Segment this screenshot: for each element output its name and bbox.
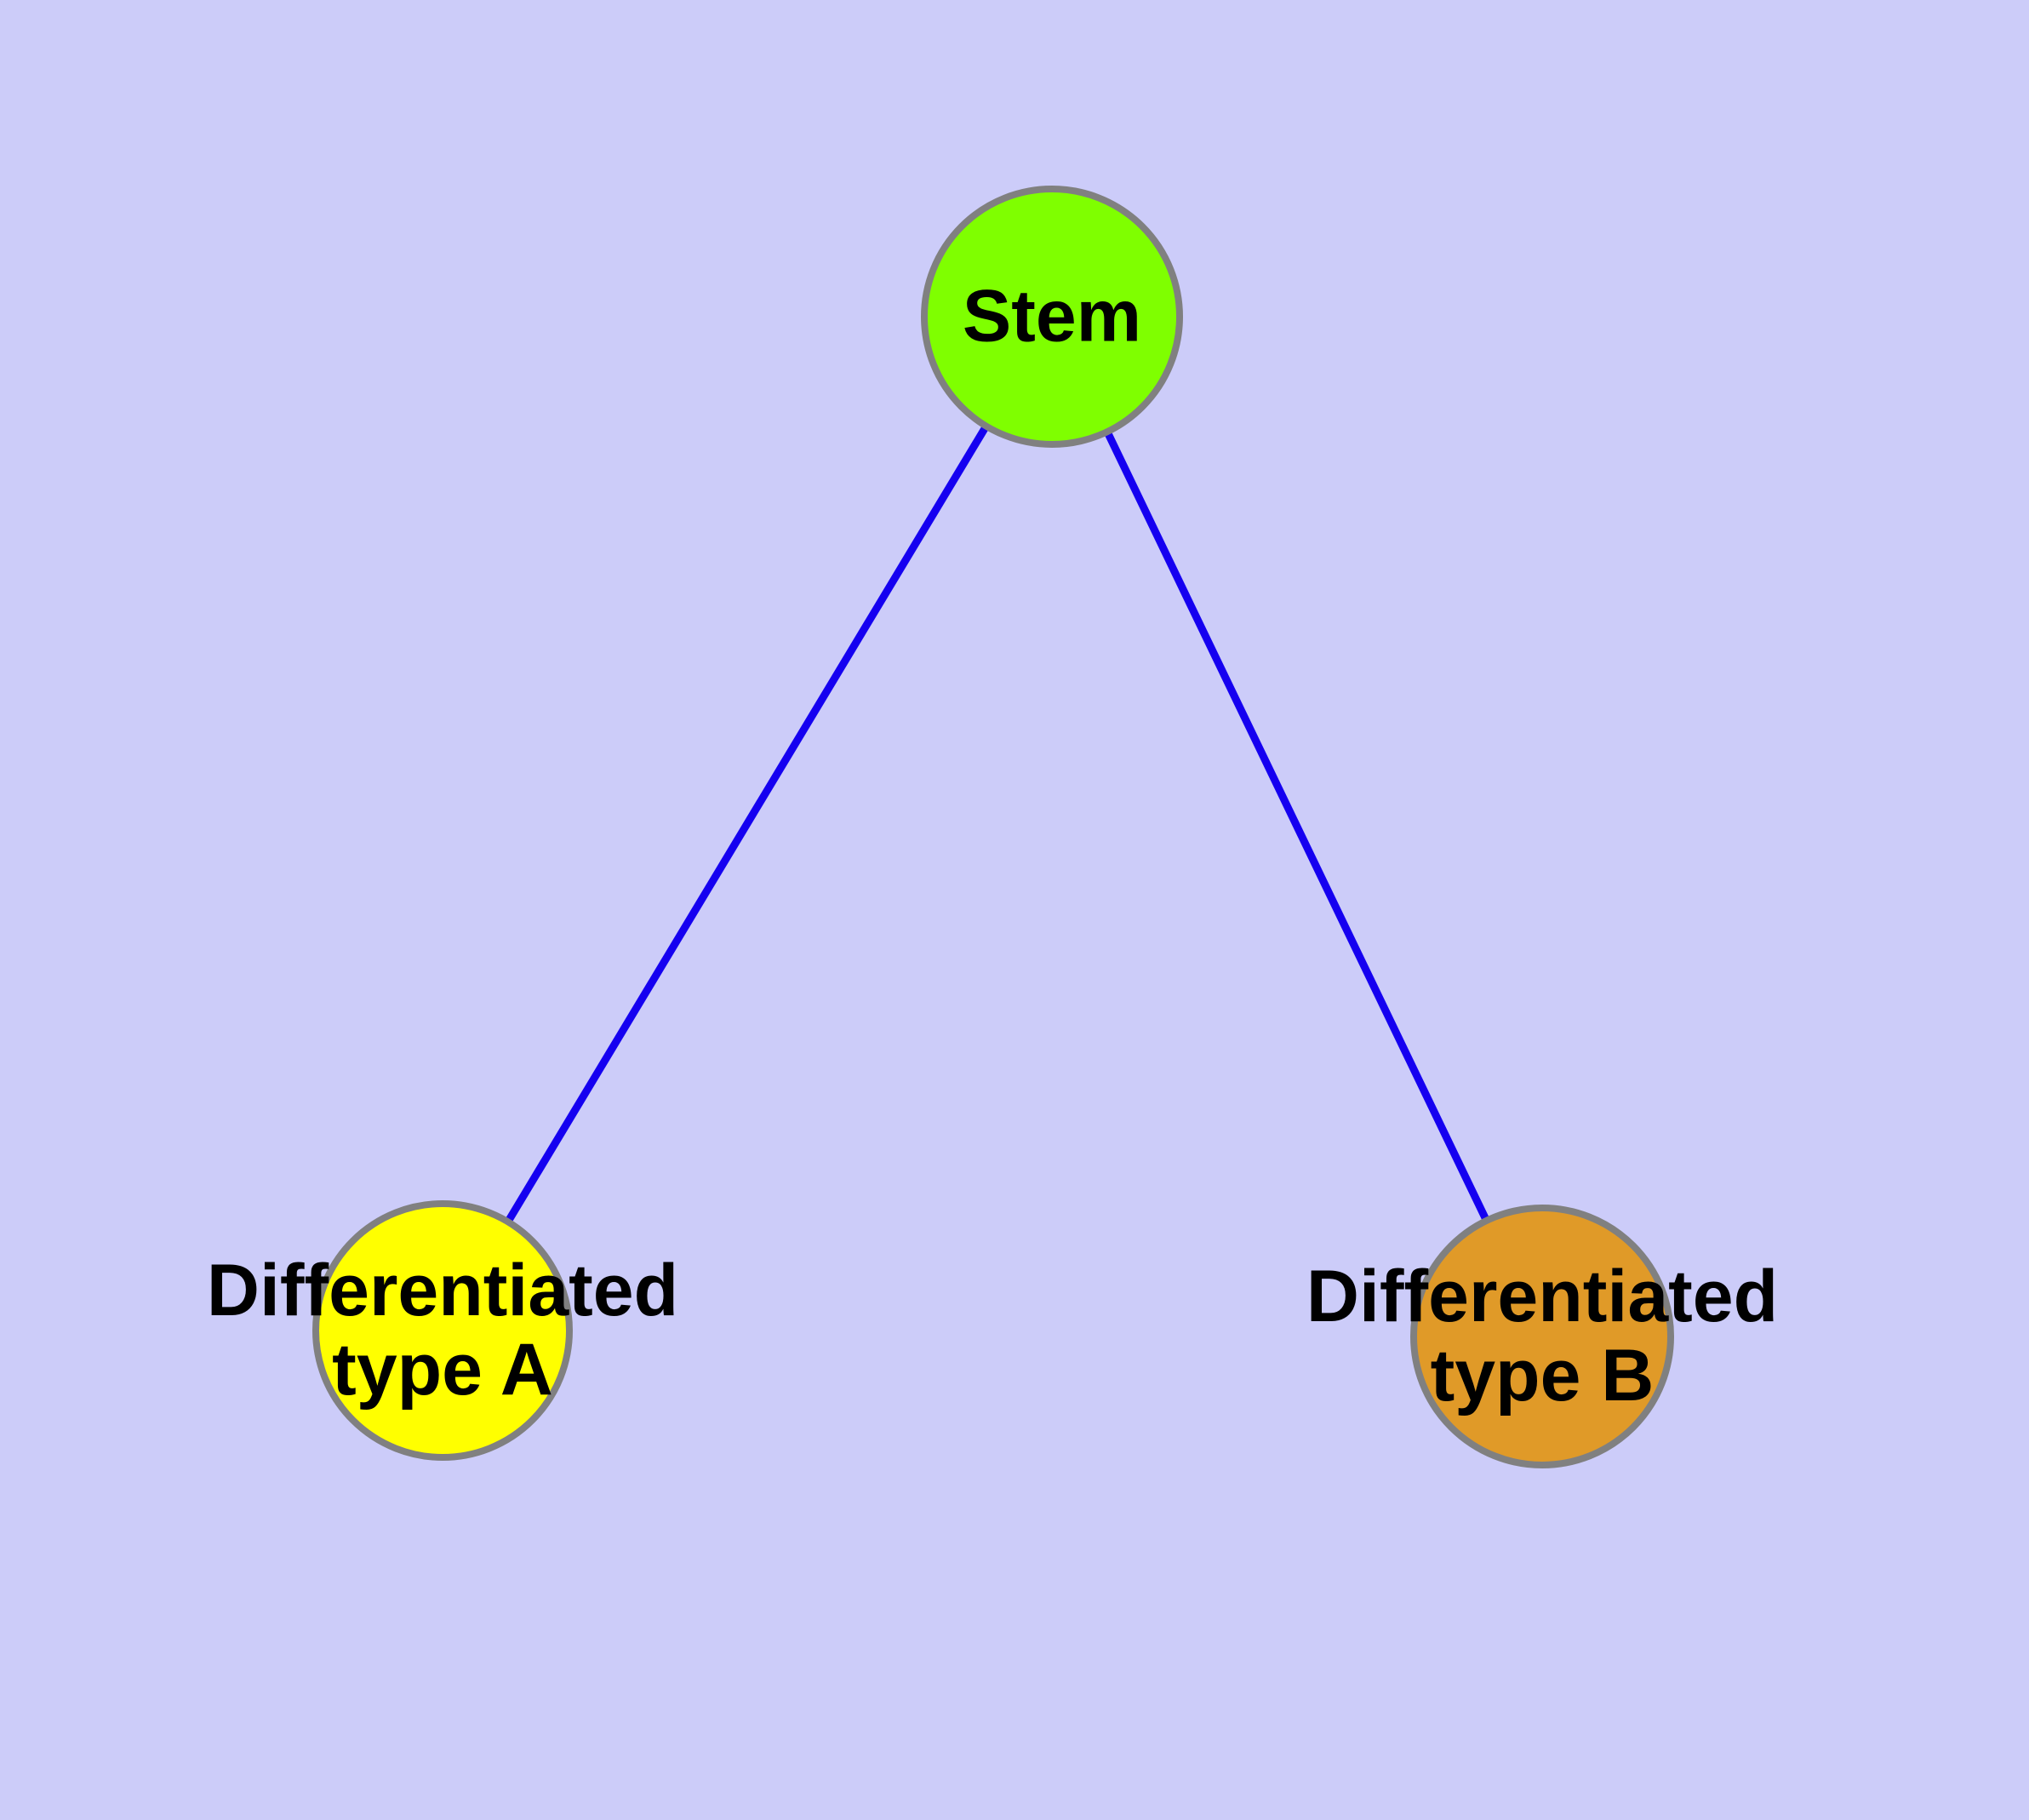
- node-stem[interactable]: [921, 186, 1183, 448]
- edge-stem-to-diff-b[interactable]: [1048, 315, 1546, 1338]
- edge-stem-to-diff-a[interactable]: [439, 314, 1055, 1333]
- node-diff-a[interactable]: [312, 1200, 573, 1461]
- nodes-group: [312, 186, 1674, 1468]
- node-diff-b[interactable]: [1410, 1205, 1674, 1468]
- edges-group: [439, 314, 1546, 1338]
